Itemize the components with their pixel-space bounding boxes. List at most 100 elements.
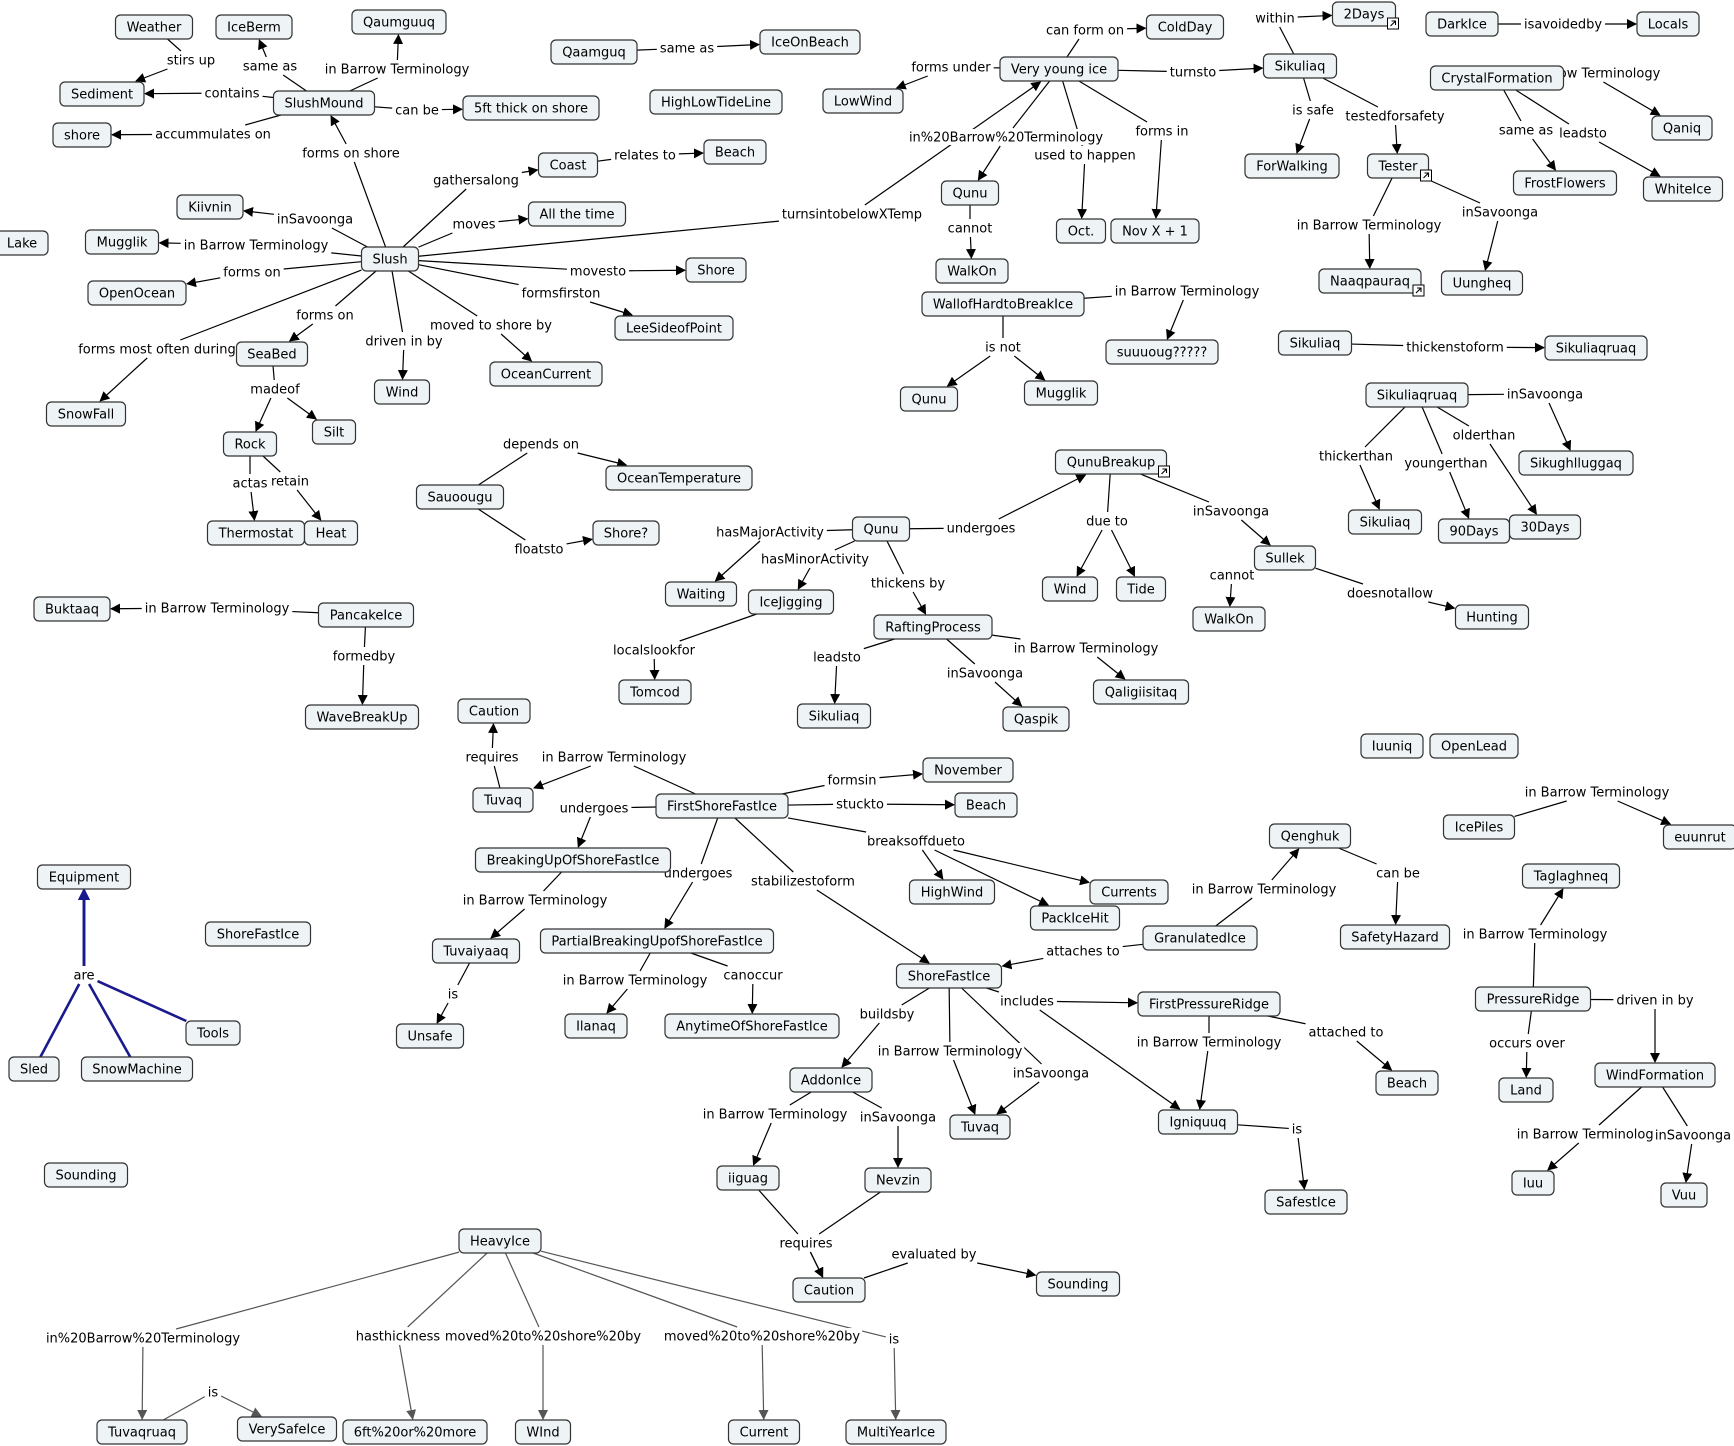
concept-node-caution2[interactable]: Caution: [792, 1277, 866, 1303]
link-phrase-l_barrow17[interactable]: in Barrow Terminology: [1514, 1126, 1664, 1143]
link-phrase-l_requires1[interactable]: requires: [463, 749, 521, 766]
link-phrase-l_formsmost[interactable]: forms most often during: [76, 341, 238, 358]
link-phrase-l_tested[interactable]: testedforsafety: [1343, 108, 1447, 125]
link-phrase-l_formedby[interactable]: formedby: [330, 648, 398, 665]
concept-node-qaniq[interactable]: Qaniq: [1651, 115, 1713, 141]
concept-node-shorefastice1[interactable]: ShoreFastIce: [204, 921, 312, 947]
concept-node-firstpressure[interactable]: FirstPressureRidge: [1137, 991, 1281, 1017]
concept-node-wind1[interactable]: Wind: [373, 379, 431, 405]
concept-node-heat[interactable]: Heat: [303, 520, 359, 546]
concept-node-weather[interactable]: Weather: [114, 14, 194, 40]
link-phrase-l_formson1[interactable]: forms on: [221, 264, 283, 281]
concept-node-sikuliaq3[interactable]: Sikuliaq: [1347, 509, 1423, 535]
submap-link-icon[interactable]: [1412, 284, 1425, 297]
link-phrase-l_is1[interactable]: is: [445, 986, 461, 1003]
concept-node-coast[interactable]: Coast: [537, 152, 599, 178]
concept-node-nevzin[interactable]: Nevzin: [864, 1167, 932, 1193]
link-phrase-l_sameas1[interactable]: same as: [240, 58, 300, 75]
concept-node-iceonbeach[interactable]: IceOnBeach: [759, 29, 861, 55]
concept-node-sullek[interactable]: Sullek: [1253, 545, 1317, 571]
link-phrase-l_barrow2[interactable]: in Barrow Terminology: [181, 237, 331, 254]
concept-node-caution1[interactable]: Caution: [457, 698, 531, 724]
link-phrase-l_isnot[interactable]: is not: [983, 339, 1023, 356]
link-phrase-l_formsunder[interactable]: forms under: [909, 59, 993, 76]
link-phrase-l_barrow11[interactable]: in Barrow Terminology: [1189, 881, 1339, 898]
concept-node-tide[interactable]: Tide: [1115, 576, 1167, 602]
link-phrase-l_insav3[interactable]: inSavoonga: [1504, 386, 1586, 403]
concept-node-lowwind[interactable]: LowWind: [822, 88, 904, 114]
link-phrase-l_insav4[interactable]: inSavoonga: [1190, 503, 1272, 520]
concept-node-fivefeet[interactable]: 5ft thick on shore: [462, 95, 600, 121]
concept-node-shore_lower[interactable]: shore: [52, 122, 112, 148]
concept-node-sikuliaqruaq2[interactable]: Sikuliaqruaq: [1365, 382, 1469, 408]
link-phrase-l_occurs[interactable]: occurs over: [1487, 1035, 1567, 1052]
link-phrase-l_gathers[interactable]: gathersalong: [431, 172, 521, 189]
concept-node-qunu1[interactable]: Qunu: [940, 180, 1000, 206]
concept-node-sounding2[interactable]: Sounding: [1035, 1271, 1121, 1297]
concept-node-uungheq[interactable]: Uungheq: [1440, 270, 1524, 296]
link-phrase-l_formson2[interactable]: forms on: [294, 307, 356, 324]
concept-node-forwalking[interactable]: ForWalking: [1244, 153, 1340, 179]
concept-node-highlow[interactable]: HighLowTideLine: [649, 89, 783, 115]
link-phrase-l_attachedto[interactable]: attached to: [1306, 1024, 1386, 1041]
link-phrase-l_locals[interactable]: localslookfor: [611, 642, 697, 659]
link-phrase-l_thickensby[interactable]: thickens by: [868, 575, 948, 592]
concept-node-mugglik1[interactable]: Mugglik: [84, 229, 160, 255]
concept-node-pressureridge[interactable]: PressureRidge: [1474, 986, 1592, 1012]
link-phrase-l_retain[interactable]: retain: [269, 473, 311, 490]
link-phrase-l_accum[interactable]: accummulates on: [153, 126, 273, 143]
concept-node-ninetydays[interactable]: 90Days: [1437, 518, 1511, 544]
link-phrase-l_barrow3[interactable]: in Barrow Terminology: [1112, 283, 1262, 300]
concept-node-sikuliaq2[interactable]: Sikuliaq: [1277, 330, 1353, 356]
link-phrase-l_insav2[interactable]: inSavoonga: [1459, 204, 1541, 221]
link-phrase-l_inbarrowpct[interactable]: in%20Barrow%20Terminology: [906, 129, 1106, 146]
link-phrase-l_formsonshore[interactable]: forms on shore: [300, 145, 402, 162]
link-phrase-l_older[interactable]: olderthan: [1450, 427, 1518, 444]
link-phrase-l_are[interactable]: are: [71, 967, 97, 984]
concept-node-shoreq[interactable]: Shore?: [592, 520, 660, 546]
link-phrase-l_relatesto[interactable]: relates to: [612, 147, 678, 164]
concept-node-sikughlluggaq[interactable]: Sikughlluggaq: [1518, 450, 1634, 476]
link-phrase-l_usedto[interactable]: used to happen: [1032, 147, 1138, 164]
concept-node-sikuliaqruaq1[interactable]: Sikuliaqruaq: [1544, 335, 1648, 361]
concept-node-november[interactable]: November: [922, 757, 1014, 783]
link-phrase-l_thicker[interactable]: thickerthan: [1316, 448, 1396, 465]
concept-node-tools[interactable]: Tools: [185, 1020, 241, 1046]
concept-node-hunting[interactable]: Hunting: [1454, 604, 1530, 630]
concept-node-sounding1[interactable]: Sounding: [43, 1162, 129, 1188]
concept-node-frostflowers[interactable]: FrostFlowers: [1512, 170, 1618, 196]
concept-node-safestice[interactable]: SafestIce: [1264, 1189, 1348, 1215]
concept-node-tuvaq2[interactable]: Tuvaq: [949, 1114, 1011, 1140]
link-phrase-l_drivenin2[interactable]: driven in by: [1614, 992, 1696, 1009]
link-phrase-l_doesnot[interactable]: doesnotallow: [1344, 585, 1436, 602]
concept-node-qunu2[interactable]: Qunu: [899, 386, 959, 412]
concept-node-suuuoug[interactable]: suuuoug?????: [1105, 339, 1219, 365]
concept-node-sikuliaq1[interactable]: Sikuliaq: [1262, 53, 1338, 79]
link-phrase-l_cannot2[interactable]: cannot: [1207, 567, 1257, 584]
submap-link-icon[interactable]: [1387, 17, 1399, 30]
concept-node-safetyhazard[interactable]: SafetyHazard: [1339, 924, 1451, 950]
concept-node-tuvaiyaaq[interactable]: Tuvaiyaaq: [431, 938, 521, 964]
concept-node-oceantemp[interactable]: OceanTemperature: [605, 465, 753, 491]
concept-node-veryyoung[interactable]: Very young ice: [999, 56, 1119, 82]
concept-node-walkon2[interactable]: WalkOn: [1192, 606, 1266, 632]
concept-node-silt[interactable]: Silt: [311, 419, 357, 445]
concept-node-crystal[interactable]: CrystalFormation: [1429, 65, 1565, 91]
concept-node-qaumguuq[interactable]: Qaumguuq: [351, 9, 447, 35]
concept-node-openlead[interactable]: OpenLead: [1429, 733, 1519, 759]
link-phrase-l_barrow6[interactable]: in Barrow Terminology: [1011, 640, 1161, 657]
concept-node-icejigging[interactable]: IceJigging: [747, 589, 835, 615]
link-phrase-l_canoccur[interactable]: canoccur: [721, 967, 785, 984]
concept-node-unsafe[interactable]: Unsafe: [395, 1023, 465, 1049]
concept-node-beach1[interactable]: Beach: [703, 139, 767, 165]
concept-node-icepiles[interactable]: IcePiles: [1442, 814, 1516, 840]
concept-node-seabed[interactable]: SeaBed: [235, 341, 309, 367]
link-phrase-l_insav6[interactable]: inSavoonga: [1010, 1065, 1092, 1082]
link-phrase-l_undergoes1[interactable]: undergoes: [944, 520, 1018, 537]
link-phrase-l_barrow1[interactable]: in Barrow Terminology: [322, 61, 472, 78]
concept-node-oct[interactable]: Oct.: [1055, 218, 1107, 244]
link-phrase-l_insav1[interactable]: inSavoonga: [274, 211, 356, 228]
concept-node-locals[interactable]: Locals: [1636, 11, 1700, 37]
concept-node-iuuniq[interactable]: Iuuniq: [1360, 733, 1424, 759]
link-phrase-l_canbe1[interactable]: can be: [393, 102, 441, 119]
